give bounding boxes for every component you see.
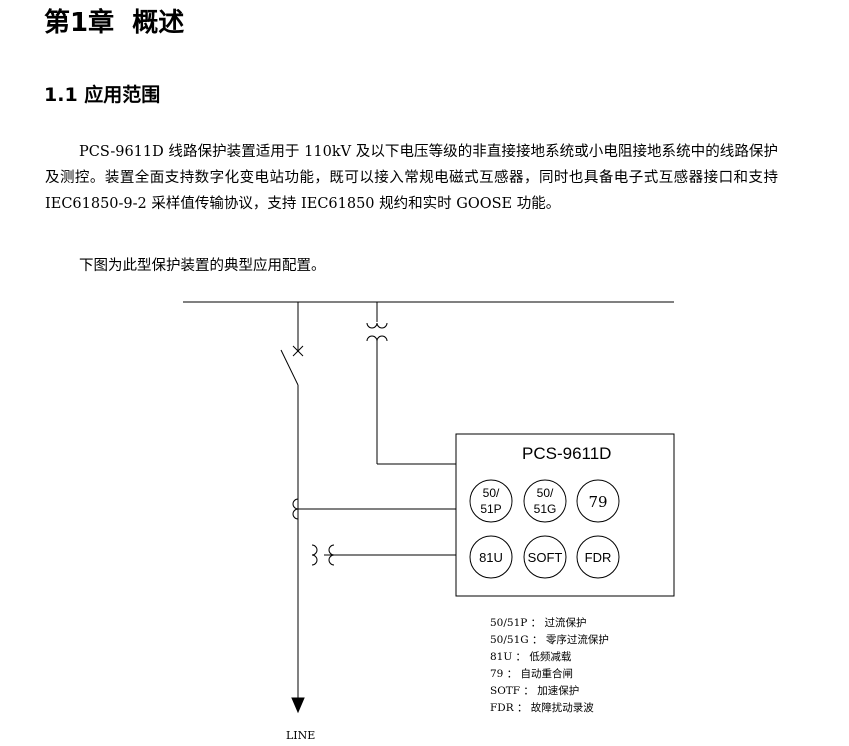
- func-label: SOFT: [528, 550, 563, 565]
- ct2-left-coil: [311, 544, 318, 566]
- func-label: 79: [588, 493, 607, 511]
- breaker-x-2: [292, 345, 304, 357]
- func-circle-50-51g: [523, 479, 567, 523]
- legend-item: 50/51P ： 过流保护: [490, 617, 587, 629]
- legend-item: FDR ： 故障扰动录波: [490, 702, 594, 714]
- diagram-caption-paragraph: 下图为此型保护装置的典型应用配置。: [79, 258, 326, 274]
- func-label: 50/: [537, 486, 554, 500]
- func-label: FDR: [585, 550, 612, 565]
- func-circle-soft: [523, 535, 567, 579]
- func-circle-81u: [469, 535, 513, 579]
- device-label: PCS-9611D: [522, 444, 611, 463]
- func-label: 50/: [483, 486, 500, 500]
- legend-item: 79 ： 自动重合闸: [490, 668, 574, 680]
- func-circle-fdr: [576, 535, 620, 579]
- line-arrow: [291, 697, 305, 714]
- vt-primary-coil: [366, 322, 388, 329]
- func-label: 81U: [479, 550, 503, 565]
- legend-item: SOTF ： 加速保护: [490, 685, 580, 697]
- vt-secondary-coil: [366, 335, 388, 342]
- section-title: 1.1 应用范围: [44, 84, 161, 106]
- ct1-coil: [292, 498, 299, 520]
- func-label: 51G: [534, 502, 557, 516]
- func-circle-50-51p: [469, 479, 513, 523]
- chapter-title: 第1章 概述: [44, 8, 185, 38]
- breaker-blade: [280, 349, 299, 386]
- line-label: LINE: [286, 729, 315, 742]
- device-box: [455, 433, 675, 597]
- func-circle-79: [576, 479, 620, 523]
- func-label: 51P: [480, 502, 501, 516]
- legend-item: 50/51G ： 零序过流保护: [490, 634, 609, 646]
- intro-paragraph: PCS-9611D 线路保护装置适用于 110kV 及以下电压等级的非直接接地系…: [45, 144, 778, 212]
- legend-item: 81U ： 低频减载: [490, 651, 572, 663]
